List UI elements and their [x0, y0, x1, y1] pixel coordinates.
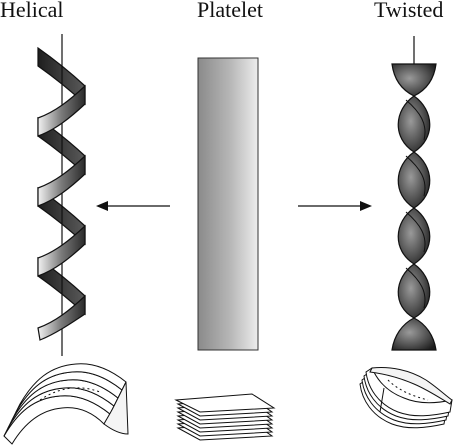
arrow-left	[96, 201, 170, 211]
platelet-stack	[174, 393, 276, 441]
twisted-edges	[405, 99, 426, 309]
twisted-stack	[359, 367, 453, 429]
arrow-right	[298, 201, 372, 211]
twisted-label: Twisted	[374, 0, 444, 22]
twisted-lobes	[397, 95, 431, 319]
helical-stack	[3, 363, 129, 445]
platelet-bar	[197, 57, 259, 351]
helical-front-strips	[37, 84, 86, 341]
helical-label: Helical	[0, 0, 64, 22]
twisted-ribbon	[391, 36, 437, 351]
platelet-label: Platelet	[197, 0, 263, 22]
helical-ribbon	[37, 34, 86, 356]
